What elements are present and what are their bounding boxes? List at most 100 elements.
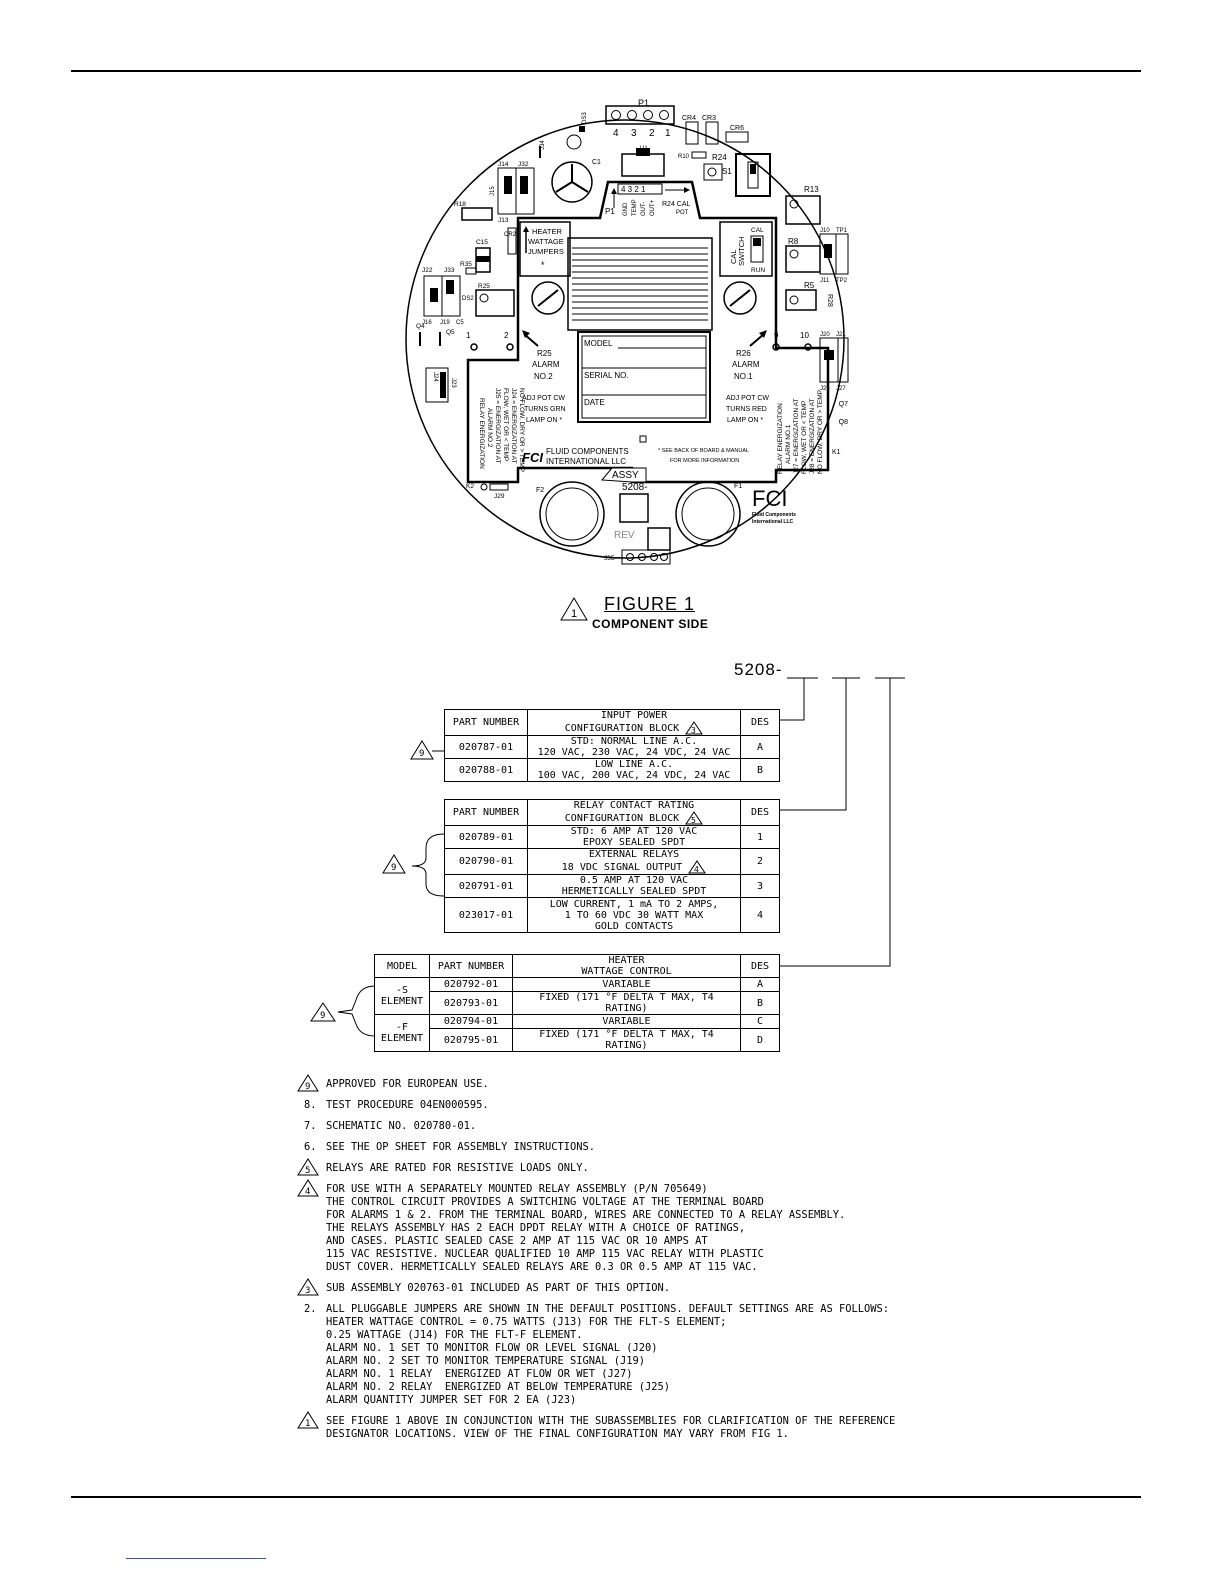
- svg-text:2: 2: [649, 128, 655, 139]
- pot-r26: [723, 281, 757, 315]
- svg-text:4: 4: [613, 128, 619, 139]
- svg-text:FOR MORE INFORMATION: FOR MORE INFORMATION: [670, 458, 739, 464]
- svg-text:J24: J24: [432, 372, 438, 382]
- triangle-9-power: 9: [410, 740, 434, 760]
- svg-text:9: 9: [419, 749, 424, 759]
- svg-text:J16: J16: [422, 320, 432, 326]
- svg-text:9: 9: [774, 331, 779, 340]
- svg-text:FLOW, WET OR < TEMP: FLOW, WET OR < TEMP: [502, 388, 509, 461]
- table-row: 020793-01 FIXED (171 °F DELTA T MAX, T4 …: [375, 991, 780, 1015]
- svg-text:CR6: CR6: [730, 125, 744, 132]
- svg-text:J29: J29: [494, 493, 505, 500]
- svg-text:J32: J32: [518, 161, 529, 168]
- table-row: 020788-01 LOW LINE A.C.100 VAC, 200 VAC,…: [444, 758, 780, 782]
- table-row: 023017-01 LOW CURRENT, 1 mA TO 2 AMPS,1 …: [444, 897, 780, 933]
- svg-text:1: 1: [665, 128, 671, 139]
- label-alarm2: ALARM: [532, 360, 560, 369]
- svg-text:SWITCH: SWITCH: [737, 236, 746, 266]
- triangle-9-relay: 9: [382, 854, 406, 874]
- label-r26-alarm: R26: [736, 349, 751, 358]
- u1-chip: [621, 153, 665, 177]
- svg-text:K2: K2: [466, 483, 474, 490]
- label-r25-alarm: R25: [537, 349, 552, 358]
- svg-text:J13: J13: [498, 217, 509, 224]
- svg-text:U1: U1: [640, 146, 648, 152]
- svg-text:LAMP ON *: LAMP ON *: [526, 417, 562, 424]
- svg-text:CAL: CAL: [729, 249, 738, 264]
- svg-text:ALARM NO.2: ALARM NO.2: [486, 408, 493, 448]
- part-number-prefix: 5208-: [734, 660, 783, 679]
- svg-text:OUT+: OUT+: [650, 199, 656, 216]
- svg-text:Fluid Components: Fluid Components: [752, 512, 796, 518]
- svg-text:LAMP ON *: LAMP ON *: [727, 417, 763, 424]
- svg-text:5208-: 5208-: [622, 482, 648, 493]
- svg-text:5: 5: [305, 1166, 310, 1176]
- svg-text:P1: P1: [605, 207, 615, 216]
- note-item: 6.SEE THE OP SHEET FOR ASSEMBLY INSTRUCT…: [304, 1141, 595, 1153]
- svg-text:J23: J23: [450, 378, 456, 388]
- pot-r25: [531, 281, 565, 315]
- svg-text:J25: J25: [820, 386, 830, 392]
- svg-text:CAL: CAL: [751, 227, 764, 234]
- svg-text:J24 = ENERGIZATION AT: J24 = ENERGIZATION AT: [510, 388, 517, 463]
- svg-text:CR4: CR4: [682, 115, 696, 122]
- input-power-table: PART NUMBER INPUT POWER CONFIGURATION BL…: [444, 709, 780, 782]
- svg-text:R35: R35: [460, 261, 472, 268]
- fuse-f1: [675, 481, 741, 547]
- svg-text:J27: J27: [836, 386, 846, 392]
- table-row: 020795-01 FIXED (171 °F DELTA T MAX, T4 …: [375, 1028, 780, 1052]
- svg-text:HEATER: HEATER: [532, 227, 562, 236]
- fuse-f2: [539, 481, 605, 547]
- svg-text:R24 CAL: R24 CAL: [662, 201, 691, 208]
- svg-text:4: 4: [694, 865, 699, 874]
- svg-text:F1: F1: [734, 483, 742, 490]
- svg-text:S1: S1: [722, 167, 732, 176]
- svg-text:DS2: DS2: [462, 296, 474, 302]
- svg-text:Q4: Q4: [416, 323, 425, 330]
- board-outline: [405, 119, 845, 559]
- svg-text:TEMP: TEMP: [632, 199, 638, 216]
- svg-text:R13: R13: [804, 185, 819, 194]
- svg-text:J28 = ENERGIZATION AT: J28 = ENERGIZATION AT: [809, 399, 816, 474]
- triangle-3: 3: [685, 721, 704, 735]
- svg-text:J11: J11: [820, 278, 830, 284]
- triangle-4: 4: [688, 860, 707, 874]
- svg-text:10: 10: [800, 331, 809, 340]
- label-serial: SERIAL NO.: [584, 371, 629, 380]
- svg-text:Q8: Q8: [839, 419, 848, 426]
- triangle-5: 5: [685, 811, 704, 825]
- svg-text:Q7: Q7: [839, 401, 848, 408]
- svg-text:J10: J10: [820, 228, 830, 234]
- svg-text:J34: J34: [540, 140, 546, 150]
- svg-text:CR2: CR2: [504, 232, 517, 238]
- svg-text:TURNS GRN: TURNS GRN: [524, 406, 566, 413]
- svg-text:J35: J35: [604, 555, 615, 562]
- svg-text:2: 2: [504, 331, 509, 340]
- svg-text:ALARM NO.1: ALARM NO.1: [785, 424, 792, 464]
- svg-text:DS3: DS3: [582, 112, 588, 124]
- label-no2: NO.2: [534, 372, 553, 381]
- svg-text:* SEE BACK OF BOARD & MANUAL: * SEE BACK OF BOARD & MANUAL: [658, 448, 749, 454]
- connector-p1: [605, 105, 675, 125]
- label-no1: NO.1: [734, 372, 753, 381]
- svg-text:ADJ POT CW: ADJ POT CW: [726, 395, 769, 402]
- note-item: 8.TEST PROCEDURE 04EN000595.: [304, 1099, 489, 1111]
- svg-text:GND: GND: [623, 202, 629, 216]
- svg-text:K1: K1: [832, 449, 841, 456]
- svg-text:International LLC: International LLC: [752, 519, 794, 525]
- svg-text:CR3: CR3: [702, 115, 716, 122]
- svg-text:P1: P1: [638, 98, 649, 108]
- svg-text:R5: R5: [804, 281, 815, 290]
- svg-text:F2: F2: [536, 487, 544, 494]
- svg-text:J20: J20: [820, 332, 830, 338]
- svg-text:TURNS RED: TURNS RED: [726, 406, 767, 413]
- svg-text:R24: R24: [712, 153, 727, 162]
- module-outline: [466, 180, 830, 484]
- svg-text:3: 3: [631, 128, 637, 139]
